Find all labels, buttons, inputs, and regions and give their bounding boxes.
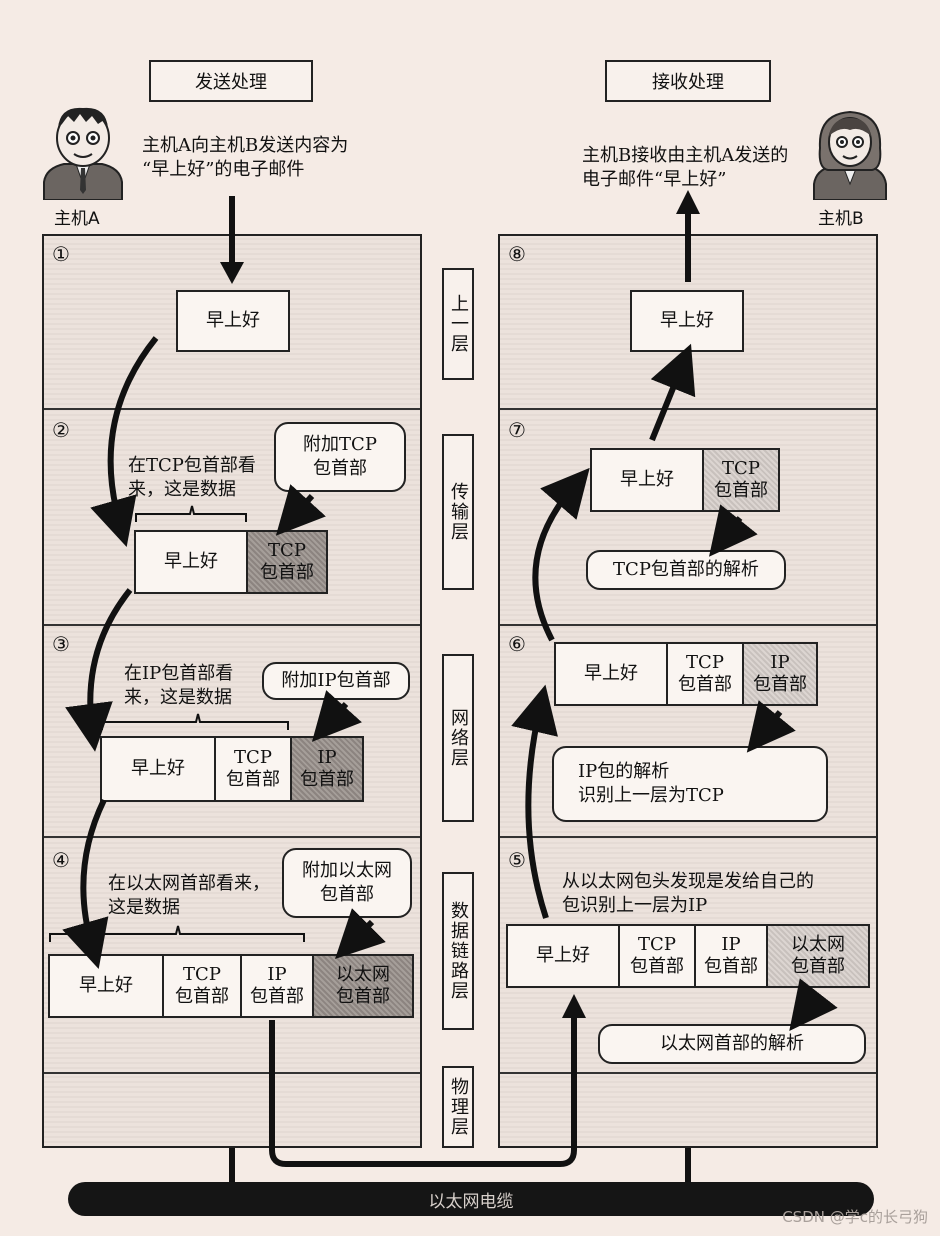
layer-transport: 传输层: [442, 434, 474, 590]
eth-parse-bubble: 以太网首部的解析: [598, 1024, 866, 1064]
payload-cell: 早上好: [556, 644, 668, 704]
send-packet-app: 早上好: [176, 290, 290, 352]
recv-sec-phys: [500, 1072, 876, 1148]
cable-label: 以太网电缆: [428, 1191, 514, 1212]
payload-cell: 早上好: [102, 738, 216, 800]
ip-header-cell: IP 包首部: [292, 738, 362, 800]
ip-view-note: 在IP包首部看 来，这是数据: [124, 663, 234, 708]
recv-packet-app: 早上好: [630, 290, 744, 352]
layer-physical: 物理层: [442, 1066, 474, 1148]
send-intro-text: 主机A向主机B发送内容为 “早上好”的电子邮件: [142, 135, 349, 180]
tcp-header-cell: TCP 包首部: [668, 644, 744, 704]
recv-packet-ip: 早上好 TCP 包首部 IP 包首部: [554, 642, 818, 706]
recv-packet-tcp: 早上好 TCP 包首部: [590, 448, 780, 512]
step-7-marker: ⑦: [508, 418, 526, 442]
recv-packet-eth: 早上好 TCP 包首部 IP 包首部 以太网 包首部: [506, 924, 870, 988]
send-curve-3: [62, 798, 109, 970]
send-packet-ip: 早上好 TCP 包首部 IP 包首部: [100, 736, 364, 802]
send-curve-1: [90, 336, 159, 548]
tcp-header-cell: TCP 包首部: [620, 926, 696, 986]
host-a-label: 主机A: [54, 209, 100, 229]
layer-upper: 上一层: [442, 268, 474, 380]
step-8-marker: ⑧: [508, 242, 526, 266]
eth-bracket: [49, 925, 305, 942]
tcp-header-cell: TCP 包首部: [164, 956, 242, 1016]
step-5-marker: ⑤: [508, 848, 526, 872]
step-2-marker: ②: [52, 418, 70, 442]
send-packet-tcp: 早上好 TCP 包首部: [134, 530, 328, 594]
tcp-header-cell: TCP 包首部: [216, 738, 292, 800]
host-b-label: 主机B: [818, 209, 864, 229]
ip-bracket: [101, 713, 289, 730]
tcp-header-cell: TCP 包首部: [704, 450, 778, 510]
send-processing-title: 发送处理: [149, 60, 313, 102]
step-6-marker: ⑥: [508, 632, 526, 656]
watermark: CSDN @学c的长弓狗: [782, 1208, 928, 1226]
cable-path: [269, 1014, 577, 1167]
send-sec-phys: [44, 1072, 420, 1148]
tcp-bracket: [135, 505, 247, 522]
eth-parse-pointer: [789, 978, 838, 1031]
recv-curve-1: [511, 684, 558, 919]
ip-parse-bubble: IP包的解析 识别上一层为TCP: [552, 746, 828, 822]
ip-parse-pointer: [746, 700, 796, 753]
payload-cell: 早上好: [592, 450, 704, 510]
tcp-header-cell: TCP 包首部: [248, 532, 326, 592]
eth-pointer: [335, 908, 386, 959]
payload-cell: 早上好: [660, 310, 714, 331]
recv-processing-title: 接收处理: [605, 60, 771, 102]
recv-intro-text: 主机B接收由主机A发送的 电子邮件“早上好”: [582, 145, 789, 190]
layer-datalink: 数据链路层: [442, 872, 474, 1030]
host-b-avatar: [813, 110, 887, 200]
ip-header-cell: IP 包首部: [744, 644, 816, 704]
tcp-pointer: [275, 484, 326, 536]
host-a-avatar: [43, 107, 123, 200]
payload-cell: 早上好: [508, 926, 620, 986]
send-curve-2: [65, 588, 133, 752]
step-1-marker: ①: [52, 242, 70, 266]
step-3-marker: ③: [52, 632, 70, 656]
ethernet-cable: 以太网电缆: [68, 1182, 874, 1216]
eth-view-note: 在以太网首部看来， 这是数据: [108, 873, 270, 918]
step-4-marker: ④: [52, 848, 70, 872]
eth-header-cell: 以太网 包首部: [768, 926, 868, 986]
tcp-view-note: 在TCP包首部看 来，这是数据: [128, 455, 256, 500]
payload-cell: 早上好: [50, 956, 164, 1016]
ip-header-cell: IP 包首部: [696, 926, 768, 986]
ip-header-cell: IP 包首部: [242, 956, 314, 1016]
recv-up-1: [649, 343, 696, 442]
send-packet-eth: 早上好 TCP 包首部 IP 包首部 以太网 包首部: [48, 954, 414, 1018]
layer-network: 网络层: [442, 654, 474, 822]
recv-curve-2: [532, 467, 590, 642]
payload-cell: 早上好: [136, 532, 248, 592]
payload-cell: 早上好: [206, 310, 260, 331]
add-tcp-bubble: 附加TCP 包首部: [274, 422, 406, 492]
eth-header-cell: 以太网 包首部: [314, 956, 412, 1016]
eth-recv-note: 从以太网包头发现是发给自己的 包识别上一层为IP: [562, 871, 814, 916]
ip-pointer: [311, 690, 362, 742]
tcp-parse-pointer: [709, 504, 758, 557]
